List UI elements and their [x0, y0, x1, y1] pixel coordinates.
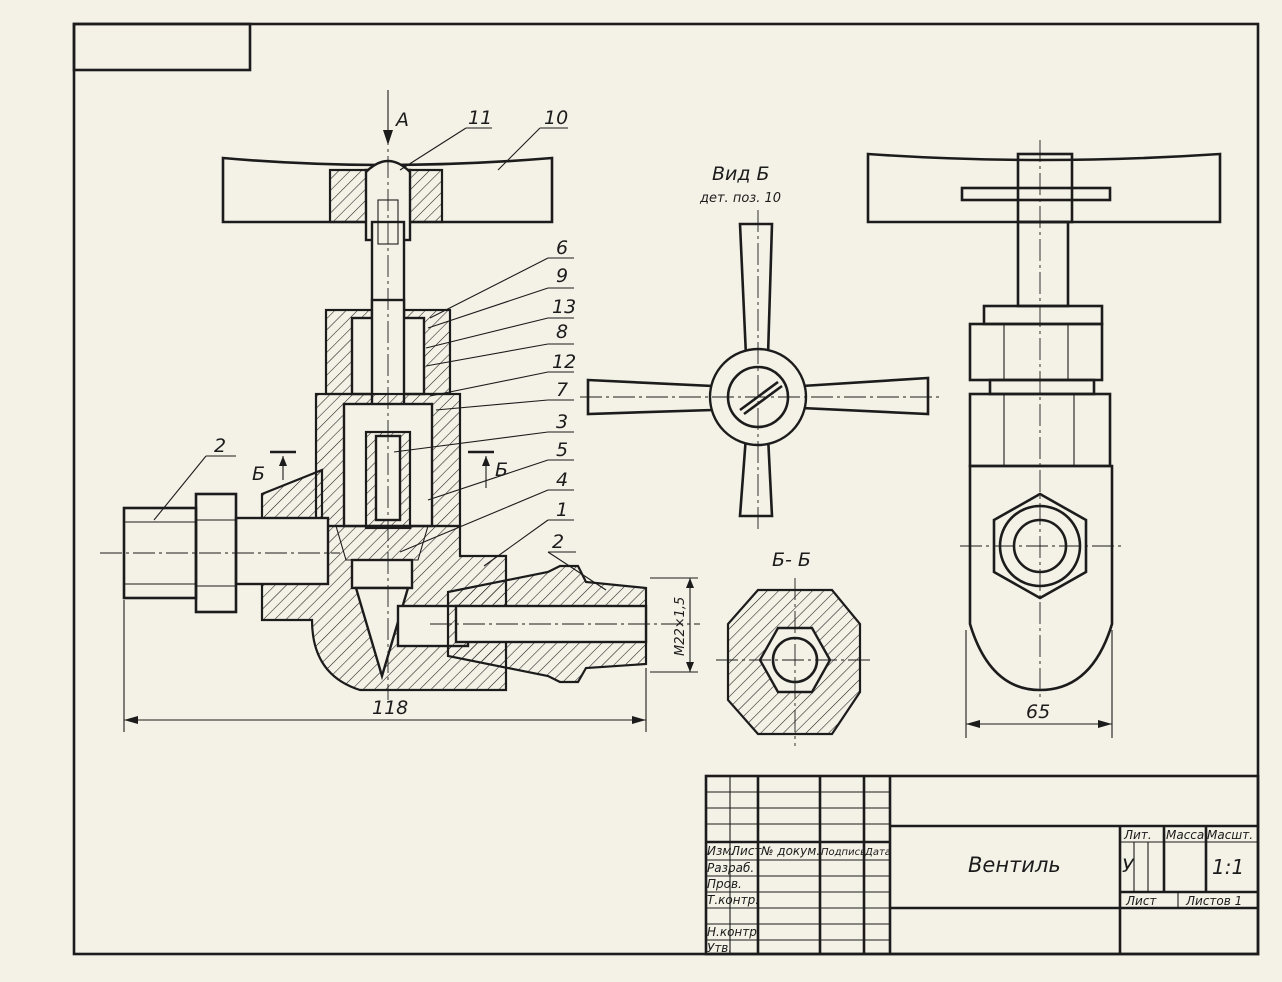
- tb-header-sign: Подпись: [821, 847, 866, 858]
- tb-scale-value: 1:1: [1212, 855, 1244, 879]
- tb-header-date: Дата: [864, 847, 891, 858]
- section-mark-right: Б: [495, 459, 508, 481]
- callout-2-right: 2: [552, 531, 564, 553]
- tb-role-tech-control: Т.контр.: [707, 893, 759, 907]
- tb-scale-label: Масшт.: [1207, 828, 1253, 842]
- tb-lit-label: Лит.: [1123, 828, 1152, 842]
- tb-role-norm-control: Н.контр.: [707, 925, 761, 939]
- callout-3: 3: [556, 411, 568, 433]
- callout-8: 8: [556, 321, 568, 343]
- callout-10: 10: [544, 107, 568, 129]
- callout-1: 1: [556, 499, 568, 521]
- side-view: [866, 152, 1222, 692]
- callout-12: 12: [552, 351, 576, 373]
- tb-sheets-label: Листов 1: [1185, 894, 1242, 908]
- tb-mass-label: Масса: [1166, 828, 1204, 842]
- tb-lit-value: У: [1122, 855, 1135, 877]
- callout-13: 13: [552, 296, 576, 318]
- corner-stamp-box: [72, 22, 252, 72]
- length-dimension: 118: [372, 697, 408, 719]
- view-a-label: А: [394, 109, 409, 131]
- tb-role-checker: Пров.: [707, 877, 742, 891]
- callout-6: 6: [556, 237, 568, 259]
- section-bb-title: Б- Б: [772, 549, 811, 571]
- view-b-title: Вид Б: [712, 163, 770, 185]
- tb-role-approved: Утв.: [707, 941, 732, 955]
- callout-7: 7: [556, 379, 568, 401]
- callout-9: 9: [556, 265, 568, 287]
- callout-11: 11: [468, 107, 492, 129]
- callout-4: 4: [556, 469, 568, 491]
- drawing-title: Вентиль: [968, 853, 1061, 877]
- drawing-frame: [72, 22, 1260, 956]
- callout-5: 5: [556, 439, 568, 461]
- tb-role-developer: Разраб.: [707, 861, 754, 875]
- callouts: 11 10 6 9 13 8 12 7 3 5 4 1 2 2: [153, 107, 607, 591]
- section-mark-left: Б: [252, 463, 265, 485]
- tb-sheet-label: Лист: [1125, 894, 1157, 908]
- tb-header-list: Лист: [730, 844, 762, 858]
- thread-dimension-label: M22×1,5: [673, 597, 688, 656]
- callout-2-left: 2: [214, 435, 226, 457]
- width-dimension: 65: [1026, 701, 1050, 723]
- section-bb-view: [726, 588, 862, 736]
- tb-header-izm: Изм.: [707, 844, 735, 858]
- tb-header-doc: № докум.: [760, 844, 820, 858]
- title-block: [704, 774, 1260, 956]
- view-b-subtitle: дет. поз. 10: [699, 191, 781, 206]
